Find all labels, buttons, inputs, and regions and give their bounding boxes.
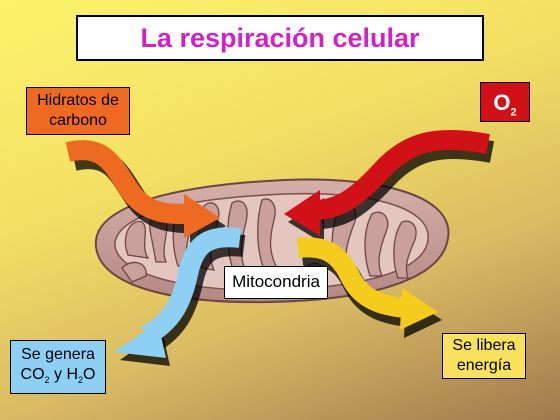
mitochondria-label: Mitocondria [224, 266, 328, 299]
oxygen-subscript: 2 [510, 106, 517, 119]
co2-formula: CO [20, 366, 45, 383]
page-title: La respiración celular [140, 22, 420, 53]
co2-line2: CO2 y H2O [11, 365, 105, 386]
energy-line1: Se libera [452, 337, 516, 354]
co2-water-label: Se genera CO2 y H2O [10, 340, 106, 394]
h2o-subscript: 2 [78, 375, 84, 385]
and-h-text: y H [49, 366, 78, 383]
oxygen-arrow [284, 129, 495, 244]
mitochondria-text: Mitocondria [232, 272, 320, 291]
energy-line2: energía [456, 357, 512, 374]
o-text: O [83, 366, 96, 383]
carbohydrates-line2: carbono [49, 112, 107, 129]
co2-subscript: 2 [44, 375, 50, 385]
oxygen-symbol: O [493, 90, 511, 115]
co2-line1: Se genera [21, 346, 95, 363]
carbohydrates-line1: Hidratos de [37, 92, 119, 109]
co2-arrow [114, 227, 246, 366]
energy-label: Se libera energía [442, 333, 526, 379]
energy-arrow [296, 237, 442, 338]
title-box: La respiración celular [76, 15, 484, 61]
carbohydrates-label: Hidratos de carbono [26, 87, 130, 135]
oxygen-label: O2 [480, 82, 530, 122]
